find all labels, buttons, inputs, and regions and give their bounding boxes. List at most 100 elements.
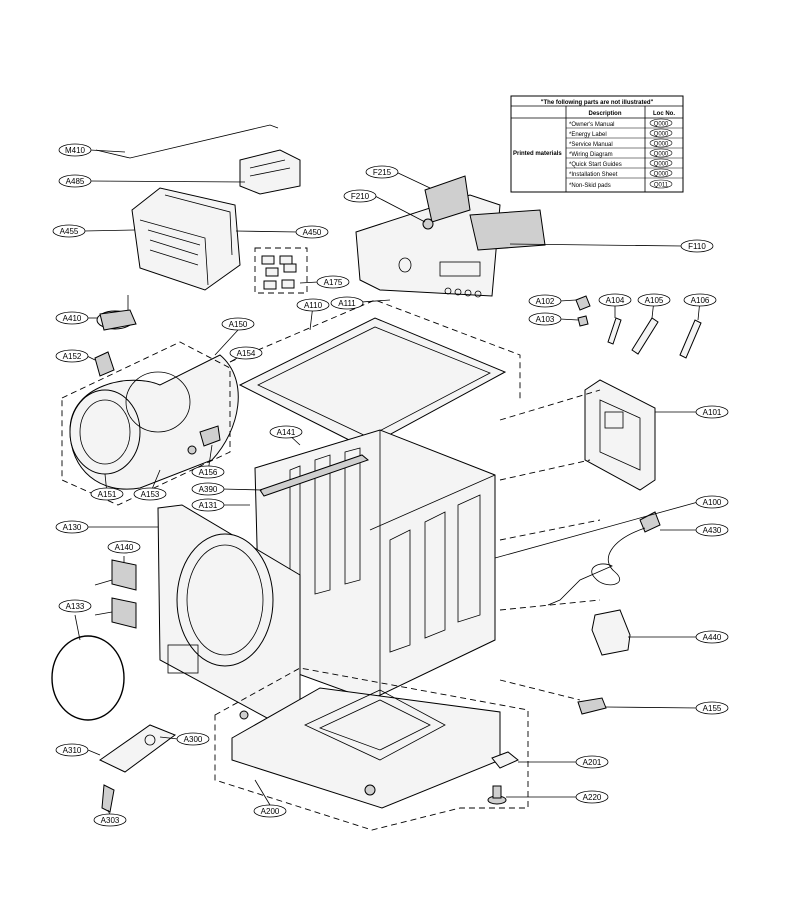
callout-a300: A300 bbox=[176, 732, 210, 746]
svg-text:A200: A200 bbox=[261, 807, 280, 816]
top-plate bbox=[238, 317, 507, 449]
door-lever bbox=[99, 724, 177, 813]
noise-filter bbox=[591, 609, 631, 656]
damper-a104 bbox=[607, 317, 622, 345]
svg-text:A440: A440 bbox=[703, 633, 722, 642]
callout-a106: A106 bbox=[683, 293, 717, 307]
leader-lines bbox=[74, 149, 701, 816]
callout-m410: M410 bbox=[58, 143, 92, 157]
callout-a201: A201 bbox=[575, 755, 609, 769]
callout-a111: A111 bbox=[330, 296, 364, 310]
valve-clip bbox=[577, 315, 589, 327]
parts-table: "The following parts are not illustrated… bbox=[510, 95, 684, 193]
callout-a310: A310 bbox=[55, 743, 89, 757]
callout-f210: F210 bbox=[343, 189, 377, 203]
clamp-ring bbox=[51, 635, 125, 721]
svg-text:A101: A101 bbox=[703, 408, 722, 417]
svg-text:A150: A150 bbox=[229, 320, 248, 329]
table-row: *Quick Start Guides Q000 bbox=[566, 158, 683, 169]
table-row-desc: *Energy Label bbox=[569, 132, 607, 138]
valve-cap bbox=[575, 295, 591, 311]
svg-text:A485: A485 bbox=[66, 177, 85, 186]
cabinet bbox=[254, 429, 496, 701]
svg-text:A300: A300 bbox=[184, 735, 203, 744]
svg-text:F215: F215 bbox=[373, 168, 392, 177]
door-hinges bbox=[94, 559, 137, 629]
callout-a131: A131 bbox=[191, 498, 225, 512]
pressure-switch bbox=[96, 295, 137, 331]
svg-text:A141: A141 bbox=[277, 428, 296, 437]
svg-text:A103: A103 bbox=[536, 315, 555, 324]
callout-a150: A150 bbox=[221, 317, 255, 331]
svg-text:A154: A154 bbox=[237, 349, 256, 358]
tub-gasket-assembly bbox=[61, 341, 239, 506]
table-row: *Non-Skid pads Q011 bbox=[569, 179, 673, 189]
callout-a101: A101 bbox=[695, 405, 729, 419]
svg-text:A220: A220 bbox=[583, 793, 602, 802]
sub-pcb-box bbox=[239, 149, 301, 195]
callout-a141: A141 bbox=[269, 425, 303, 439]
table-row-loc: Q000 bbox=[654, 162, 669, 168]
table-row-desc: *Owner's Manual bbox=[569, 122, 615, 128]
svg-text:A110: A110 bbox=[304, 301, 323, 310]
table-row-loc: Q000 bbox=[654, 122, 669, 128]
control-panel bbox=[355, 175, 546, 298]
callout-a105: A105 bbox=[637, 293, 671, 307]
callout-a390: A390 bbox=[191, 482, 225, 496]
callout-f110: F110 bbox=[680, 239, 714, 253]
table-row: *Wiring Diagram Q000 bbox=[566, 148, 683, 159]
damper-a106 bbox=[679, 319, 702, 359]
svg-text:A450: A450 bbox=[303, 228, 322, 237]
callout-a110: A110 bbox=[296, 298, 330, 312]
base-frame bbox=[214, 667, 529, 831]
callout-a303: A303 bbox=[93, 813, 127, 827]
svg-text:A430: A430 bbox=[703, 526, 722, 535]
svg-text:A410: A410 bbox=[63, 314, 82, 323]
svg-text:A175: A175 bbox=[324, 278, 343, 287]
clamp-small bbox=[94, 351, 115, 377]
table-row-desc: *Wiring Diagram bbox=[569, 152, 613, 158]
front-panel bbox=[157, 504, 301, 726]
callout-a100: A100 bbox=[695, 495, 729, 509]
callout-a102: A102 bbox=[528, 294, 562, 308]
table-group-label: Printed materials bbox=[513, 151, 562, 157]
svg-text:A390: A390 bbox=[199, 485, 218, 494]
callout-a104: A104 bbox=[598, 293, 632, 307]
table-row-desc: *Quick Start Guides bbox=[569, 162, 622, 168]
svg-text:A104: A104 bbox=[606, 296, 625, 305]
callout-a154: A154 bbox=[229, 346, 263, 360]
callout-a455: A455 bbox=[52, 224, 86, 238]
svg-text:A151: A151 bbox=[98, 490, 117, 499]
callout-a153: A153 bbox=[133, 487, 167, 501]
table-title: "The following parts are not illustrated… bbox=[541, 100, 654, 106]
callout-a151: A151 bbox=[90, 487, 124, 501]
table-row-loc: Q000 bbox=[654, 142, 669, 148]
svg-text:A155: A155 bbox=[703, 704, 722, 713]
svg-text:F210: F210 bbox=[351, 192, 370, 201]
part-illustrations bbox=[51, 124, 702, 831]
svg-text:A303: A303 bbox=[101, 816, 120, 825]
callout-a410: A410 bbox=[55, 311, 89, 325]
svg-text:A131: A131 bbox=[199, 501, 218, 510]
power-cord bbox=[547, 511, 661, 606]
table-header-description: Description bbox=[588, 111, 621, 117]
relay-set bbox=[254, 247, 308, 294]
callout-f215: F215 bbox=[365, 165, 399, 179]
svg-text:F110: F110 bbox=[688, 242, 706, 251]
table-row: *Service Manual Q000 bbox=[566, 138, 683, 149]
svg-text:A201: A201 bbox=[583, 758, 602, 767]
callout-a103: A103 bbox=[528, 312, 562, 326]
foot-bracket bbox=[491, 751, 519, 769]
table-header-loc: Loc No. bbox=[653, 111, 675, 117]
svg-text:A455: A455 bbox=[60, 227, 79, 236]
svg-text:M410: M410 bbox=[65, 146, 86, 155]
table-row: *Owner's Manual Q000 bbox=[566, 118, 683, 129]
callout-a220: A220 bbox=[575, 790, 609, 804]
callout-a440: A440 bbox=[695, 630, 729, 644]
harness-rod bbox=[95, 124, 279, 159]
table-row-desc: *Non-Skid pads bbox=[569, 183, 611, 189]
callout-a175: A175 bbox=[316, 275, 350, 289]
rear-cover bbox=[584, 379, 656, 491]
callout-a140: A140 bbox=[107, 540, 141, 554]
callout-a130: A130 bbox=[55, 520, 89, 534]
